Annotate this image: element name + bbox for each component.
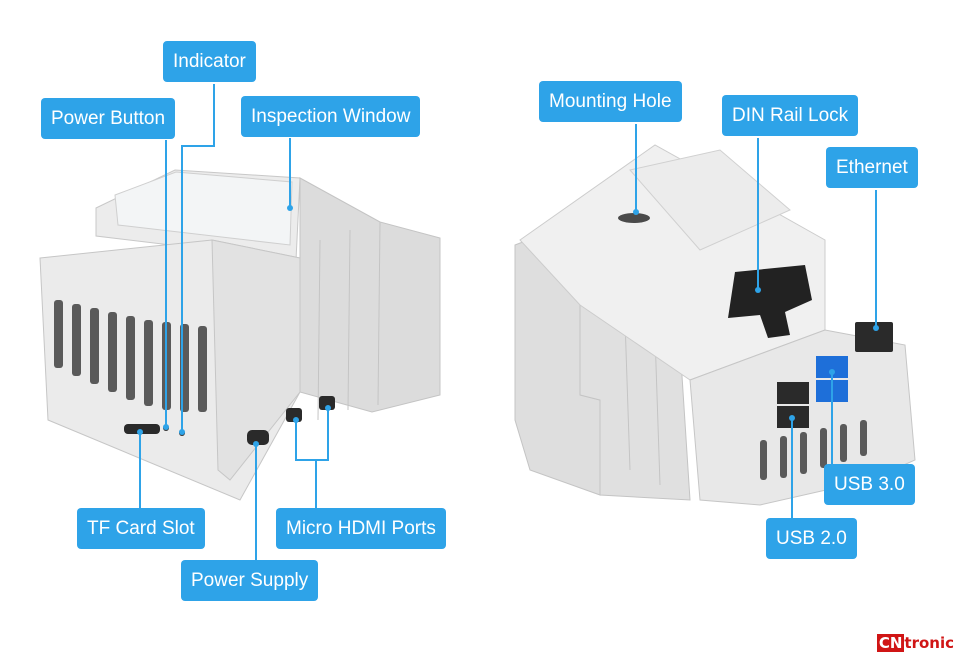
usb2-port-1 [777, 382, 809, 404]
power-supply-port [247, 430, 269, 445]
inspection-window-label: Inspection Window [241, 96, 421, 137]
din-rail-lock [728, 265, 812, 338]
ethernet-label: Ethernet [826, 147, 918, 188]
callout-lines [139, 84, 877, 560]
tf-card-slot-label: TF Card Slot [77, 508, 205, 549]
usb-3-label: USB 3.0 [824, 464, 915, 505]
indicator-label: Indicator [163, 41, 256, 82]
enclosure-front-view [39, 169, 441, 501]
din-rail-lock-label: DIN Rail Lock [722, 95, 859, 136]
mounting-hole-label: Mounting Hole [539, 81, 682, 122]
power-supply-label: Power Supply [181, 560, 319, 601]
ethernet-port [855, 322, 893, 352]
micro-hdmi-port-2 [319, 396, 335, 410]
power-button-label: Power Button [41, 98, 176, 139]
callout-dots [137, 205, 879, 447]
micro-hdmi-ports-label: Micro HDMI Ports [276, 508, 446, 549]
mounting-hole [618, 213, 650, 223]
tf-card-slot [124, 424, 160, 434]
usb-2-label: USB 2.0 [766, 518, 857, 559]
enclosure-rear-view [514, 144, 916, 506]
usb3-port-1 [816, 356, 848, 378]
